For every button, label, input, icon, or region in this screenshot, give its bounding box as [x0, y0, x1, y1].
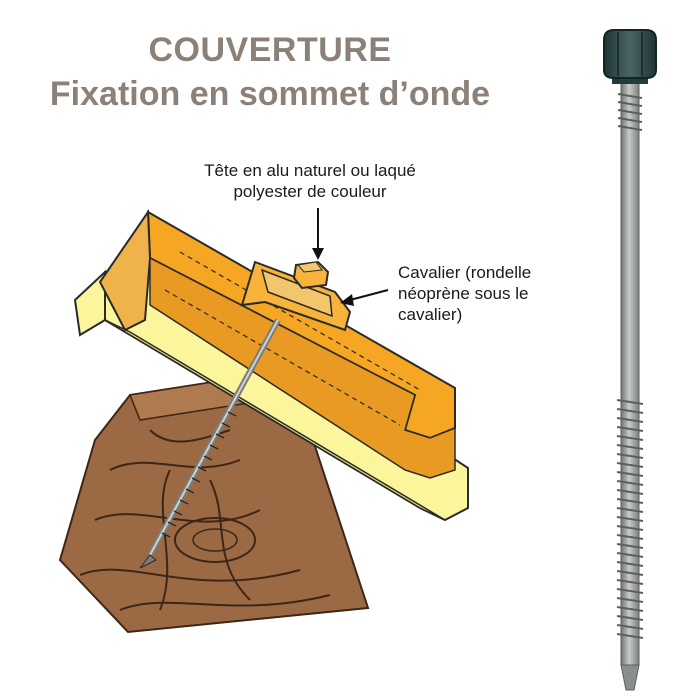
screw-head-diagram — [292, 260, 330, 290]
cavalier-washer — [240, 260, 352, 332]
screw-photo — [603, 29, 657, 691]
roofing-sheet — [98, 208, 456, 479]
title-line-1: COUVERTURE — [148, 31, 392, 69]
label-cavalier-line-1: Cavalier (rondelle — [398, 263, 532, 282]
label-screw-head: Tête en alu naturel ou laqué polyester d… — [180, 160, 440, 202]
label-cavalier-line-2: néoprène sous le — [398, 284, 529, 303]
label-screw-head-line-2: polyester de couleur — [233, 182, 387, 201]
label-screw-head-line-1: Tête en alu naturel ou laqué — [204, 161, 416, 180]
fixing-screw-diagram — [139, 318, 281, 569]
callout-arrows — [312, 208, 389, 306]
label-cavalier: Cavalier (rondelle néoprène sous le cava… — [398, 262, 598, 325]
title-block: COUVERTURE Fixation en sommet d’onde — [20, 28, 520, 116]
title-line-2: Fixation en sommet d’onde — [49, 75, 491, 113]
label-cavalier-line-3: cavalier) — [398, 305, 463, 324]
